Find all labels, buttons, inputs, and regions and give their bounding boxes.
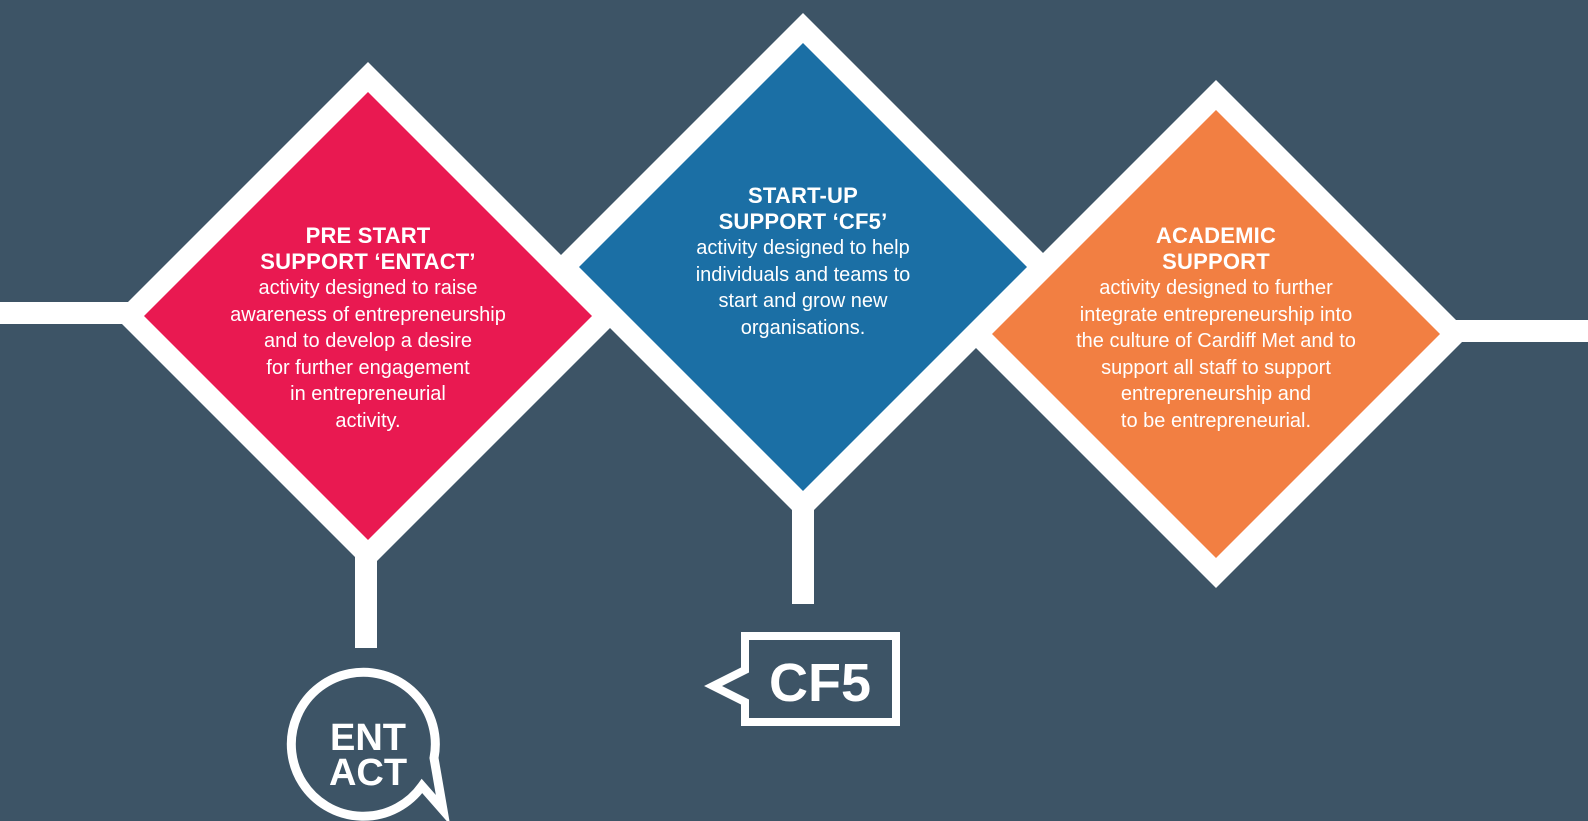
cf5-card-title: START-UP SUPPORT ‘CF5’ — [718, 183, 888, 234]
right-connector — [1440, 320, 1588, 342]
cf5-logo-text: CF5 — [769, 653, 871, 713]
cf5-speech-bubble-icon — [704, 632, 900, 726]
cf5-card-body: activity designed to help individuals an… — [695, 237, 911, 339]
entact-logo-line1: ENT — [330, 717, 406, 759]
entact-logo-line2: ACT — [329, 752, 407, 794]
entact-logo: ENT ACT — [286, 667, 450, 821]
left-connector — [0, 302, 135, 324]
academic-card-title: ACADEMIC SUPPORT — [1155, 223, 1277, 274]
academic-card-body: activity designed to further integrate e… — [1076, 277, 1356, 432]
entact-speech-bubble-icon — [286, 667, 450, 821]
entact-diamond — [144, 92, 592, 540]
academic-card: ACADEMIC SUPPORT activity designed to fu… — [1011, 223, 1421, 434]
cf5-stem — [792, 496, 814, 604]
academic-diamond — [992, 110, 1440, 558]
entact-card-title: PRE START SUPPORT ‘ENTACT’ — [260, 223, 476, 274]
entact-stem — [355, 540, 377, 648]
cf5-logo: CF5 — [704, 632, 900, 726]
entact-card-body: activity designed to raise awareness of … — [230, 277, 506, 432]
cf5-diamond — [579, 43, 1027, 491]
cf5-card: START-UP SUPPORT ‘CF5’ activity designed… — [613, 183, 993, 341]
entact-card: PRE START SUPPORT ‘ENTACT’ activity desi… — [168, 223, 568, 434]
